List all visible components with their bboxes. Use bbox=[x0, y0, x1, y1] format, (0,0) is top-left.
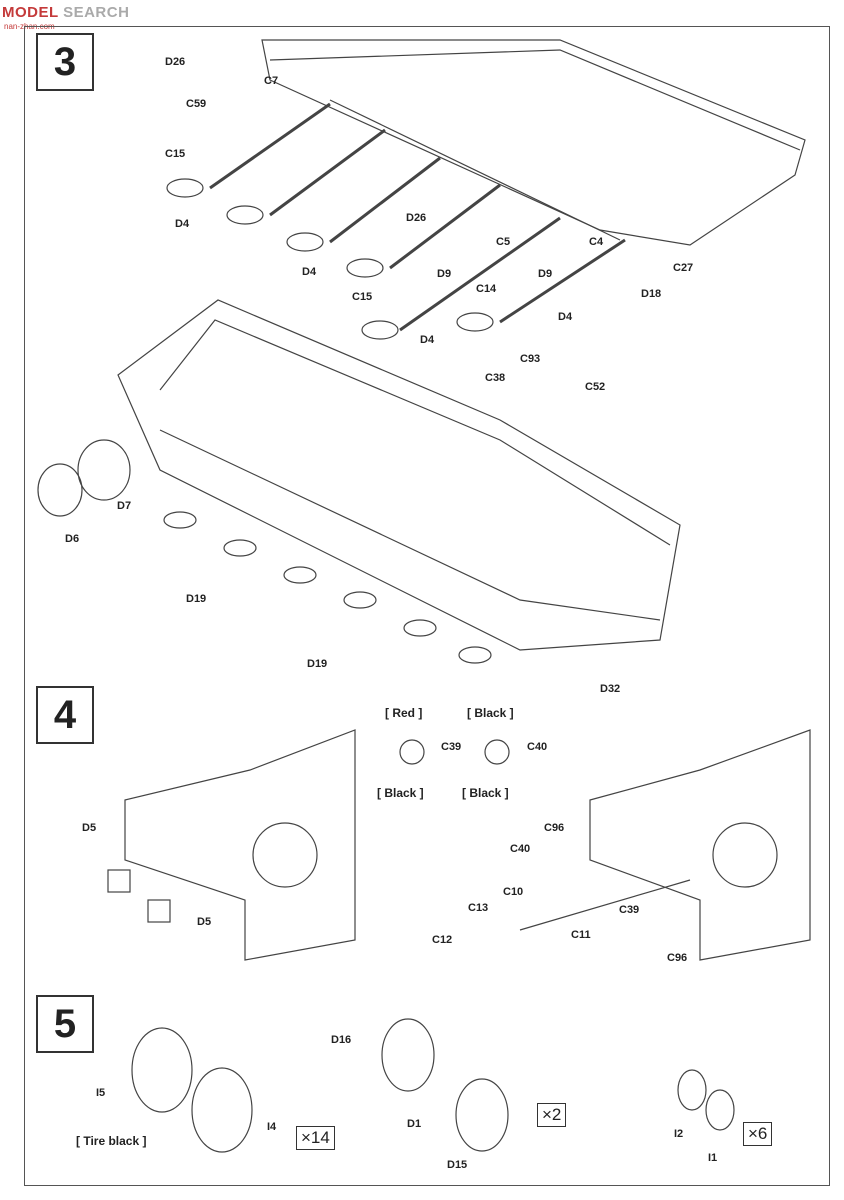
swing-arm bbox=[283, 566, 317, 584]
part-label: C52 bbox=[585, 381, 606, 393]
part-label: C96 bbox=[667, 952, 688, 964]
color-note: [ Red ] bbox=[385, 706, 423, 720]
swing-arm bbox=[458, 646, 492, 664]
rear-hull-right bbox=[589, 729, 811, 961]
part-label: D19 bbox=[307, 658, 328, 670]
swing-arm bbox=[403, 619, 437, 637]
part-label: C7 bbox=[264, 75, 279, 87]
road-wheel-i5 bbox=[131, 1027, 193, 1113]
swing-arm bbox=[343, 591, 377, 609]
part-label: C96 bbox=[544, 822, 565, 834]
watermark-logo: MODEL SEARCH bbox=[2, 4, 130, 21]
torsion-bar bbox=[499, 238, 626, 324]
part-label: C39 bbox=[619, 904, 640, 916]
step-number-3: 3 bbox=[36, 33, 94, 91]
step-number-5: 5 bbox=[36, 995, 94, 1053]
swing-arm bbox=[223, 539, 257, 557]
part-label: D16 bbox=[331, 1034, 352, 1046]
part-label: D5 bbox=[82, 822, 97, 834]
quantity-badge: ×2 bbox=[537, 1103, 567, 1127]
part-label: D26 bbox=[165, 56, 186, 68]
part-label: D9 bbox=[437, 268, 452, 280]
drive-cover bbox=[77, 439, 131, 501]
torsion-bar bbox=[389, 183, 501, 270]
hull-upper-rail bbox=[329, 99, 621, 241]
swing-arm bbox=[456, 312, 494, 332]
part-label: D4 bbox=[558, 311, 573, 323]
hull-lower-outline bbox=[117, 299, 681, 651]
torsion-bar bbox=[269, 128, 386, 217]
final-drive-right bbox=[712, 822, 778, 888]
swing-arm bbox=[346, 258, 384, 278]
road-wheel-i4 bbox=[191, 1067, 253, 1153]
quantity-badge: ×14 bbox=[296, 1126, 335, 1150]
part-label: D15 bbox=[447, 1159, 468, 1171]
part-label: C38 bbox=[485, 372, 506, 384]
part-label: C93 bbox=[520, 353, 541, 365]
torsion-bar bbox=[399, 216, 561, 332]
torsion-bar bbox=[209, 102, 331, 190]
color-note: [ Black ] bbox=[462, 786, 509, 800]
torsion-bar bbox=[329, 156, 441, 244]
swing-arm bbox=[163, 511, 197, 529]
plate-d5 bbox=[147, 899, 171, 923]
part-label: C59 bbox=[186, 98, 207, 110]
part-label: I4 bbox=[267, 1121, 277, 1133]
part-label: D26 bbox=[406, 212, 427, 224]
hull-upper-outline bbox=[261, 39, 806, 246]
part-label: D5 bbox=[197, 916, 212, 928]
swing-arm bbox=[286, 232, 324, 252]
part-label: C40 bbox=[510, 843, 531, 855]
part-label: C11 bbox=[571, 929, 591, 941]
final-drive-left bbox=[252, 822, 318, 888]
part-label: C5 bbox=[496, 236, 511, 248]
swing-arm bbox=[361, 320, 399, 340]
part-label: I2 bbox=[674, 1128, 684, 1140]
hull-lower-edge bbox=[159, 319, 671, 546]
part-label: D7 bbox=[117, 500, 132, 512]
part-label: D4 bbox=[175, 218, 190, 230]
part-label: D4 bbox=[302, 266, 317, 278]
color-note: [ Black ] bbox=[467, 706, 514, 720]
part-label: D6 bbox=[65, 533, 80, 545]
part-label: I1 bbox=[708, 1152, 718, 1164]
swing-arm bbox=[226, 205, 264, 225]
color-note: [ Tire black ] bbox=[76, 1134, 147, 1148]
part-label: C40 bbox=[527, 741, 548, 753]
instruction-sheet bbox=[24, 26, 830, 1186]
part-label: D1 bbox=[407, 1118, 422, 1130]
hull-upper-edge bbox=[269, 49, 801, 151]
plate-d5 bbox=[107, 869, 131, 893]
part-label: C27 bbox=[673, 262, 694, 274]
part-label: C13 bbox=[468, 902, 489, 914]
part-label: D32 bbox=[600, 683, 621, 695]
part-label: D19 bbox=[186, 593, 207, 605]
color-note: [ Black ] bbox=[377, 786, 424, 800]
part-label: D18 bbox=[641, 288, 662, 300]
part-label: D4 bbox=[420, 334, 435, 346]
swing-arm bbox=[166, 178, 204, 198]
step-number-4: 4 bbox=[36, 686, 94, 744]
rear-hull-left bbox=[124, 729, 356, 961]
idler-i1 bbox=[705, 1089, 735, 1131]
part-label: C39 bbox=[441, 741, 462, 753]
part-label: C14 bbox=[476, 283, 497, 295]
part-label: C4 bbox=[589, 236, 604, 248]
sprocket-d15 bbox=[455, 1078, 509, 1152]
wire-line bbox=[519, 879, 691, 931]
c39-diagram bbox=[399, 739, 425, 765]
sprocket-d16 bbox=[381, 1018, 435, 1092]
drive-housing bbox=[37, 463, 83, 517]
part-label: C10 bbox=[503, 886, 524, 898]
quantity-badge: ×6 bbox=[743, 1122, 773, 1146]
hull-lower-rail bbox=[159, 429, 661, 621]
part-label: C12 bbox=[432, 934, 453, 946]
idler-i2 bbox=[677, 1069, 707, 1111]
part-label: D9 bbox=[538, 268, 553, 280]
part-label: C15 bbox=[352, 291, 373, 303]
part-label: I5 bbox=[96, 1087, 106, 1099]
c40-diagram bbox=[484, 739, 510, 765]
part-label: C15 bbox=[165, 148, 186, 160]
